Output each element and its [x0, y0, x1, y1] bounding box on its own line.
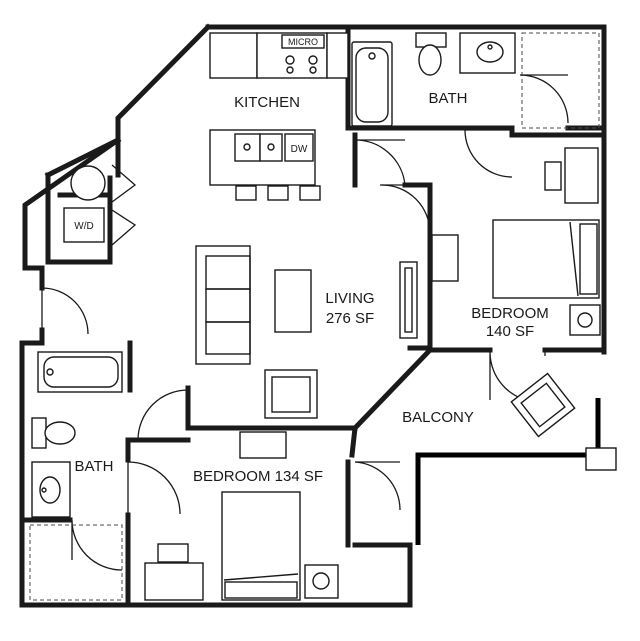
burner-icon: [286, 66, 294, 74]
bedroom-right-name-label: BEDROOM: [471, 305, 549, 322]
bathtub-basin: [355, 47, 389, 123]
balcony-chair-seat: [520, 382, 566, 428]
exterior-wall-bottom: [125, 542, 413, 608]
washer-dryer: [63, 207, 105, 243]
exterior-wall-diagonal: [22, 23, 212, 291]
bar-stool: [267, 185, 289, 201]
armchair: [264, 369, 318, 419]
drain-icon: [368, 52, 376, 60]
dresser: [431, 234, 459, 282]
desk-chair: [544, 161, 562, 191]
bed: [221, 491, 301, 601]
living-diagonal-wall: [349, 346, 434, 458]
bath-top-label: BATH: [429, 90, 468, 107]
door-swing: [71, 519, 123, 571]
bed-sheet-fold: [569, 221, 579, 297]
desk: [564, 147, 599, 204]
sofa: [195, 245, 251, 365]
bath-left: BATH: [29, 351, 123, 601]
exterior-wall-top: [205, 24, 607, 355]
balcony: BALCONY: [402, 372, 617, 471]
door-swing: [519, 74, 569, 124]
bedroom-bottom: BEDROOM 134 SF: [144, 431, 339, 601]
sink-basin: [234, 133, 261, 162]
faucet-icon: [41, 487, 47, 493]
balcony-chair: [510, 372, 576, 438]
tv-console: [399, 261, 418, 339]
bedroom-bottom-label: BEDROOM 134 SF: [193, 468, 323, 485]
door-swing: [354, 461, 401, 511]
dresser: [239, 431, 287, 459]
bathtub-basin: [43, 356, 119, 388]
bedroom-right-area-label: 140 SF: [486, 323, 534, 340]
closet-outline: [521, 32, 600, 129]
bedroom-right: BEDROOM 140 SF: [431, 147, 601, 340]
toilet-bowl: [418, 44, 442, 76]
door-jamb: [405, 184, 431, 237]
bed-pillow: [224, 581, 298, 599]
water-heater: [70, 165, 106, 201]
closet-bifold-door: [111, 164, 137, 203]
living-name-label: LIVING: [325, 290, 374, 307]
bathtub: [37, 351, 123, 393]
kitchen-label: KITCHEN: [234, 94, 300, 111]
toilet-tank: [31, 417, 47, 449]
tv-screen: [404, 267, 413, 333]
bath-top: BATH: [351, 32, 600, 178]
drain-icon: [46, 368, 54, 376]
armchair-seat: [271, 376, 311, 413]
door-swing: [354, 139, 406, 186]
closet-wall: [44, 136, 122, 265]
balcony-label: BALCONY: [402, 409, 474, 426]
desk: [144, 562, 204, 601]
sink-basin: [259, 133, 283, 162]
kitchen-counter-end: [326, 32, 349, 79]
closet-outline: [29, 524, 123, 601]
microwave: [281, 34, 325, 49]
living: LIVING 276 SF: [195, 245, 418, 419]
door-swing: [127, 461, 181, 520]
bathtub: [351, 41, 393, 127]
living-area-label: 276 SF: [326, 310, 374, 327]
desk-chair: [157, 543, 189, 563]
bed-pillow: [579, 223, 598, 295]
bath-left-label: BATH: [75, 458, 114, 475]
sofa-cushion: [205, 321, 251, 355]
burner-icon: [308, 55, 318, 65]
washer-dryer-label: W/D: [74, 221, 93, 232]
dishwasher-label: DW: [291, 144, 308, 155]
door-swing: [464, 129, 513, 178]
bar-stool: [299, 185, 321, 201]
burner-icon: [309, 66, 317, 74]
bar-stool: [235, 185, 257, 201]
exterior-wall-left: [19, 327, 131, 608]
drain-icon: [243, 143, 251, 151]
toilet-bowl: [44, 421, 76, 445]
kitchen: MICRO KITCHEN DW: [209, 32, 349, 201]
faucet-icon: [487, 44, 493, 50]
lamp-icon: [312, 572, 330, 590]
door-swing: [381, 184, 431, 234]
burner-icon: [285, 55, 295, 65]
entry-door-swing: [41, 287, 89, 335]
sink-basin: [39, 476, 61, 504]
micro-label: MICRO: [288, 37, 318, 47]
door-swing: [137, 389, 189, 441]
ac-unit: [585, 447, 617, 471]
bed-sheet-fold: [223, 573, 299, 581]
closet-bifold-door: [111, 209, 137, 246]
laundry: W/D: [63, 165, 106, 243]
nightstand: [569, 304, 601, 336]
nightstand: [304, 564, 339, 599]
bed: [492, 219, 600, 299]
sink-basin: [476, 41, 504, 63]
lamp-icon: [577, 312, 593, 328]
drain-icon: [267, 143, 275, 151]
balcony-rail: [415, 398, 601, 545]
dishwasher: [284, 133, 314, 162]
kitchen-upper-cabinet: [209, 32, 258, 79]
coffee-table: [274, 269, 312, 333]
